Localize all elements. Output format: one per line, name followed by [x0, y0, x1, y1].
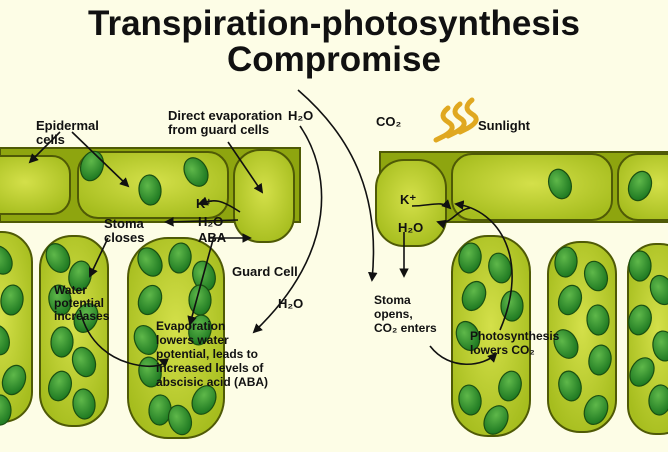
label-evaporation-4: increased levels of [156, 361, 264, 375]
label-photosynthesis-2: lowers CO₂ [470, 343, 535, 357]
title-line-2: Compromise [0, 42, 668, 78]
label-epidermal-1: Epidermal [36, 118, 99, 133]
left-epidermal-cell-1 [0, 156, 70, 214]
label-epidermal-2: cells [36, 132, 65, 147]
label-photosynthesis-1: Photosynthesis [470, 329, 560, 343]
label-stoma-opens-2: opens, [374, 307, 413, 321]
title-line-1: Transpiration-photosynthesis [0, 6, 668, 42]
label-stoma-opens-1: Stoma [374, 293, 411, 307]
label-evaporation-5: abscisic acid (ABA) [156, 375, 268, 389]
label-stoma-closes-1: Stoma [104, 216, 145, 231]
label-direct-evap-1: Direct evaporation [168, 108, 282, 123]
label-stoma-closes-2: closes [104, 230, 144, 245]
label-sunlight: Sunlight [478, 118, 531, 133]
label-direct-evap-2: from guard cells [168, 122, 269, 137]
label-k-right: K⁺ [400, 192, 416, 207]
label-h2o-guard-right: H₂O [398, 220, 423, 235]
label-h2o-guard-left: H₂O [198, 214, 223, 229]
label-evaporation-1: Evaporation [156, 319, 225, 333]
label-aba-guard-left: ABA [198, 230, 227, 245]
label-co2-top: CO₂ [376, 114, 402, 129]
chloroplast [501, 291, 523, 321]
label-water-potential-2: potential [54, 296, 104, 310]
sunlight-rays-icon [436, 100, 476, 140]
label-guard-cell: Guard Cell [232, 264, 298, 279]
diagram-title: Transpiration-photosynthesis Compromise [0, 6, 668, 78]
label-water-potential-3: increases [54, 309, 110, 323]
label-evaporation-3: potential, leads to [156, 347, 258, 361]
label-k-left: K⁺ [196, 196, 212, 211]
chloroplast [629, 251, 652, 281]
label-evaporation-2: lowers water [156, 333, 229, 347]
label-h2o-top-left: H₂O [288, 108, 313, 123]
label-h2o-mid-left: H₂O [278, 296, 303, 311]
label-stoma-opens-3: CO₂ enters [374, 321, 437, 335]
label-water-potential-1: Water [54, 283, 87, 297]
